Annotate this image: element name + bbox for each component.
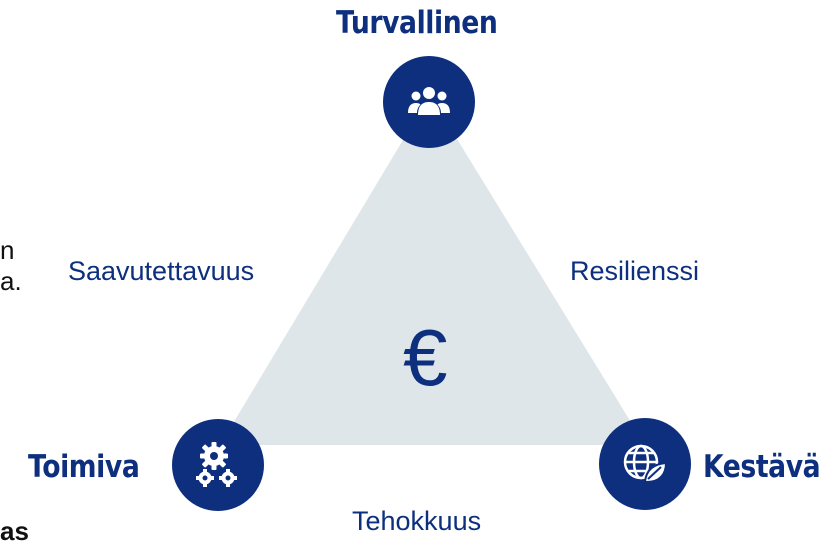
node-turvallinen xyxy=(383,56,475,148)
node-kestava xyxy=(599,418,691,510)
node-title-kestava: Kestävä xyxy=(703,449,821,485)
euro-symbol: € xyxy=(403,313,448,402)
edge-label-saavutettavuus: Saavutettavuus xyxy=(68,256,255,286)
cut-text-line3: as xyxy=(0,516,29,546)
edge-label-tehokkuus: Tehokkuus xyxy=(352,506,482,536)
node-toimiva xyxy=(172,419,264,511)
gears-icon xyxy=(196,442,237,487)
cut-text-line2: a. xyxy=(0,266,22,296)
globe-leaf-icon xyxy=(623,444,668,483)
edge-label-resilienssi: Resilienssi xyxy=(570,256,700,286)
node-title-turvallinen: Turvallinen xyxy=(336,5,498,41)
node-title-toimiva: Toimiva xyxy=(28,449,140,485)
people-group-icon xyxy=(408,87,450,115)
cut-text-line1: n xyxy=(0,235,15,265)
